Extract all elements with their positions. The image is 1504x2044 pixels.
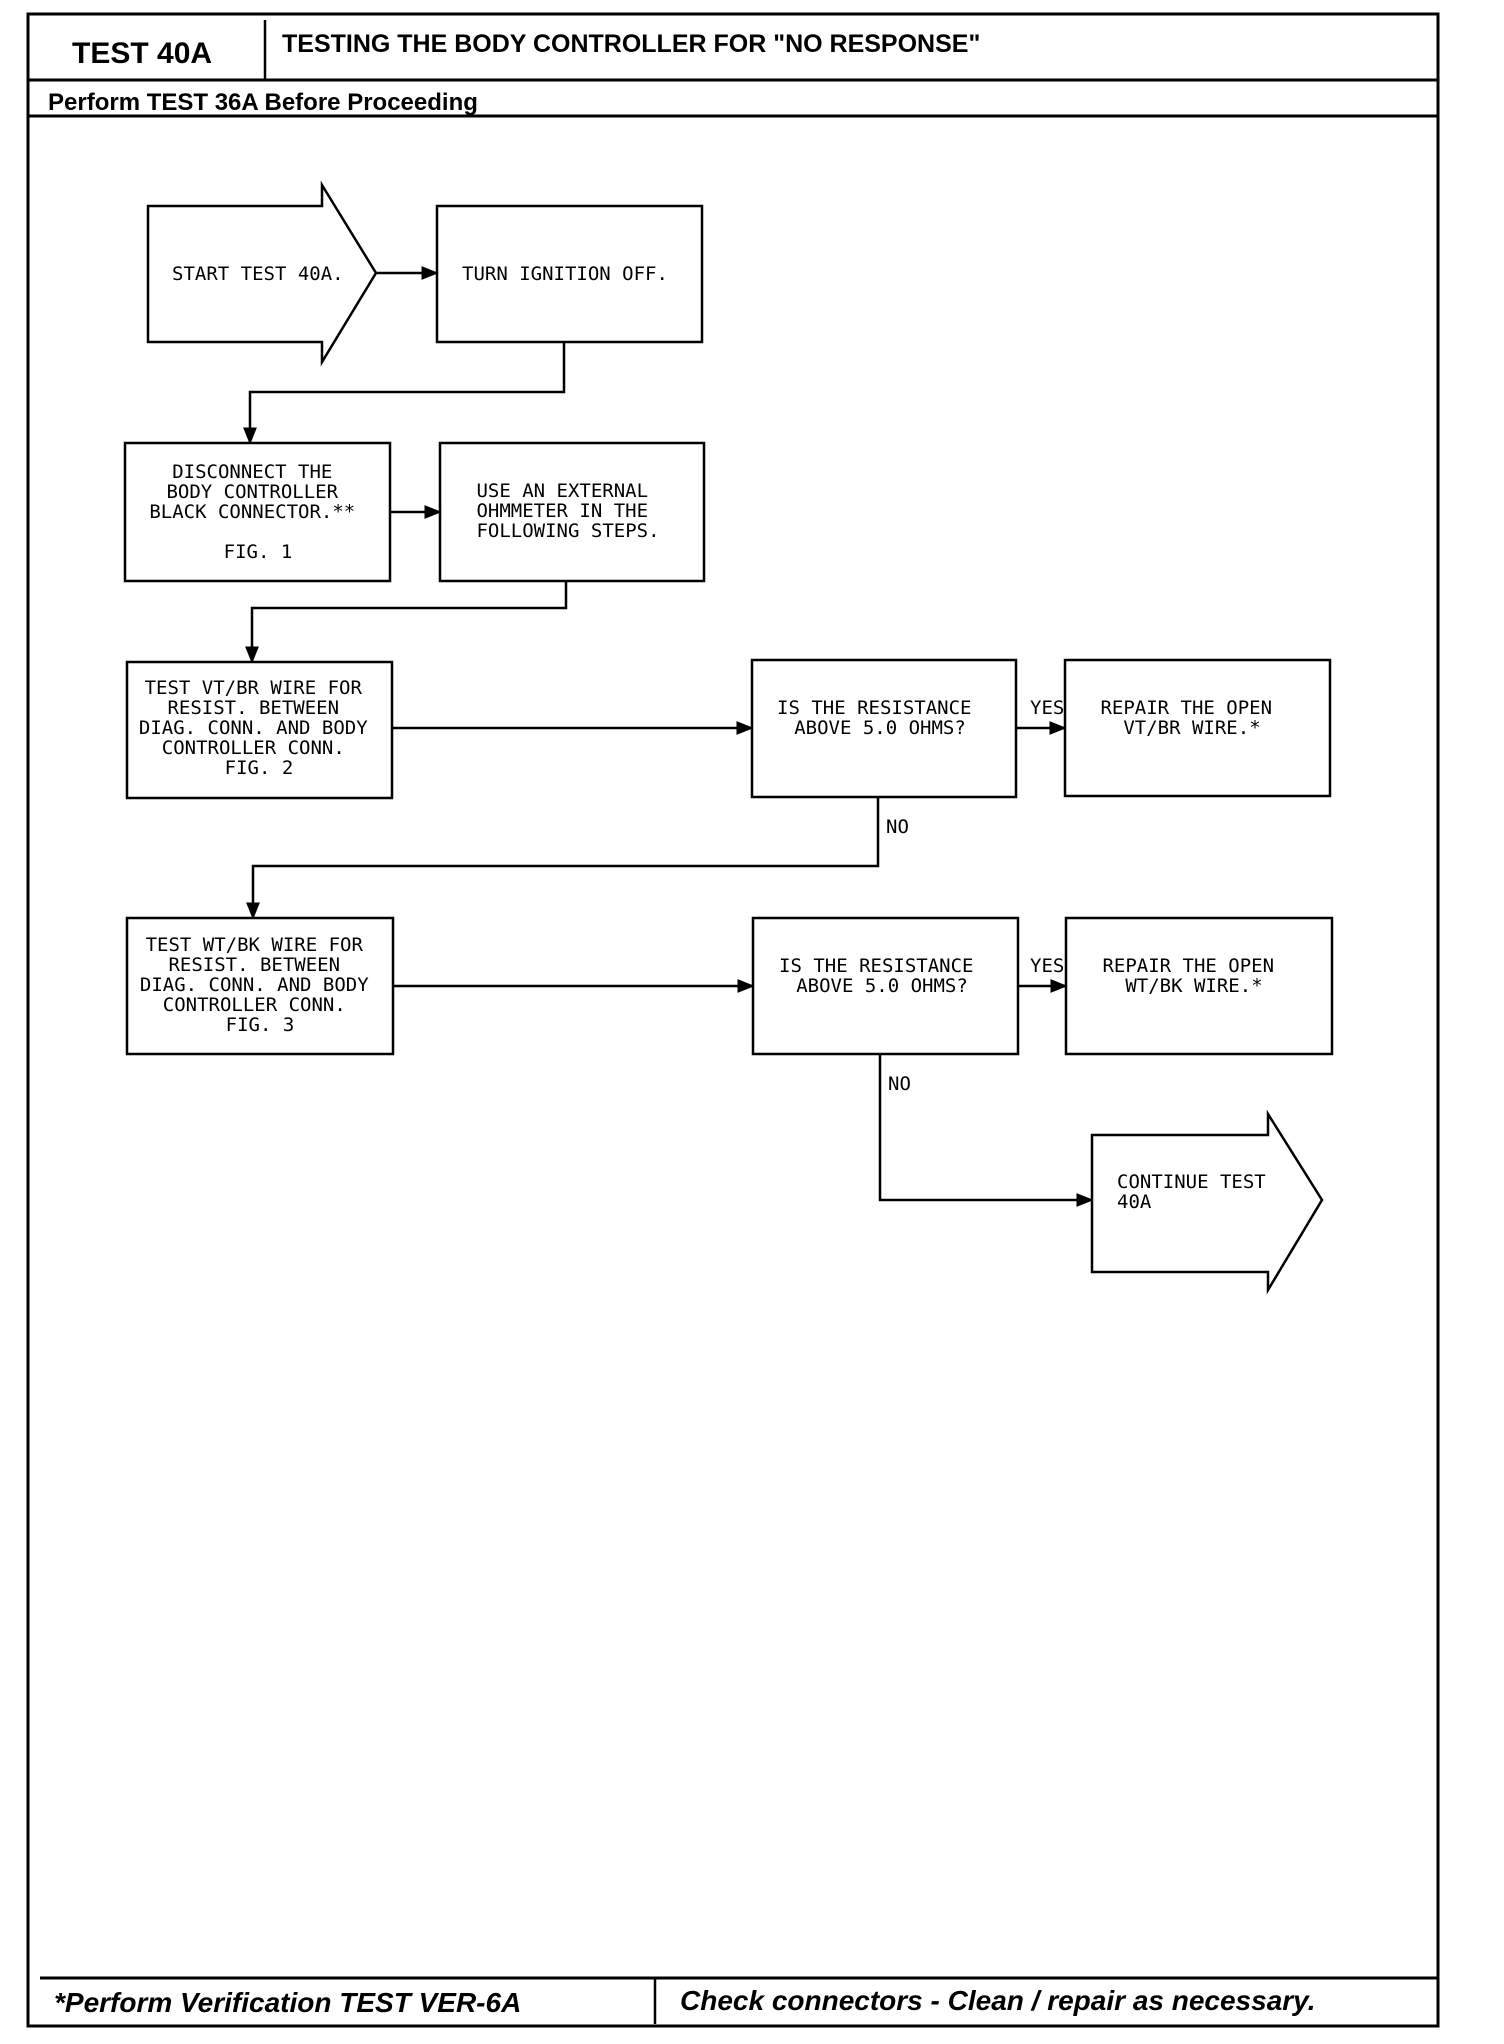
resistance-question-1-text: IS THE RESISTANCE ABOVE 5.0 OHMS? <box>777 697 983 739</box>
turn-ignition-off-box <box>435 204 704 344</box>
repair-vtbr-text: REPAIR THE OPEN VT/BR WIRE.* <box>1100 697 1283 739</box>
test-wtbk-wire-text: TEST WT/BK WIRE FOR RESIST. BETWEEN DIAG… <box>140 934 380 1036</box>
resistance-question-2-box <box>751 916 1020 1056</box>
yes-label-2: YES <box>1030 955 1064 977</box>
resistance-question-1-box <box>750 658 1018 799</box>
prerequisite-note: Perform TEST 36A Before Proceeding <box>48 89 478 116</box>
connector-no-1 <box>246 797 880 920</box>
test-vtbr-wire-text: TEST VT/BR WIRE FOR RESIST. BETWEEN DIAG… <box>139 677 379 779</box>
test-vtbr-wire-box <box>125 660 394 800</box>
test-wtbk-wire-box <box>125 916 395 1056</box>
no-label-1: NO <box>886 816 909 838</box>
footer-verification: *Perform Verification TEST VER-6A <box>54 1987 521 2018</box>
test-id: TEST 40A <box>72 37 212 70</box>
disconnect-connector-text: DISCONNECT THE BODY CONTROLLER BLACK CON… <box>149 461 366 563</box>
connector-ohmmeter-to-vtbr-test <box>245 581 568 664</box>
use-ohmmeter-text: USE AN EXTERNAL OHMMETER IN THE FOLLOWIN… <box>476 480 659 542</box>
connector-ignition-to-disconnect <box>243 342 566 445</box>
continue-text: CONTINUE TEST 40A <box>1117 1171 1277 1213</box>
resistance-question-2-text: IS THE RESISTANCE ABOVE 5.0 OHMS? <box>779 955 985 997</box>
repair-vtbr-box <box>1063 658 1332 798</box>
use-ohmmeter-box <box>438 441 706 583</box>
yes-label-1: YES <box>1030 697 1064 719</box>
repair-wtbk-box <box>1064 916 1334 1056</box>
no-label-2: NO <box>888 1073 911 1095</box>
connector-no-2 <box>878 1054 1094 1207</box>
disconnect-connector-box <box>123 441 392 583</box>
repair-wtbk-text: REPAIR THE OPEN WT/BK WIRE.* <box>1102 955 1285 997</box>
start-arrow-shape <box>146 180 378 367</box>
page-frame <box>26 12 1440 2028</box>
start-label: START TEST 40A. <box>172 263 344 285</box>
footer-note: Check connectors - Clean / repair as nec… <box>680 1985 1315 2016</box>
continue-arrow-shape <box>1090 1109 1324 1295</box>
turn-ignition-off-label: TURN IGNITION OFF. <box>462 263 668 285</box>
page-title: TESTING THE BODY CONTROLLER FOR "NO RESP… <box>282 30 980 58</box>
